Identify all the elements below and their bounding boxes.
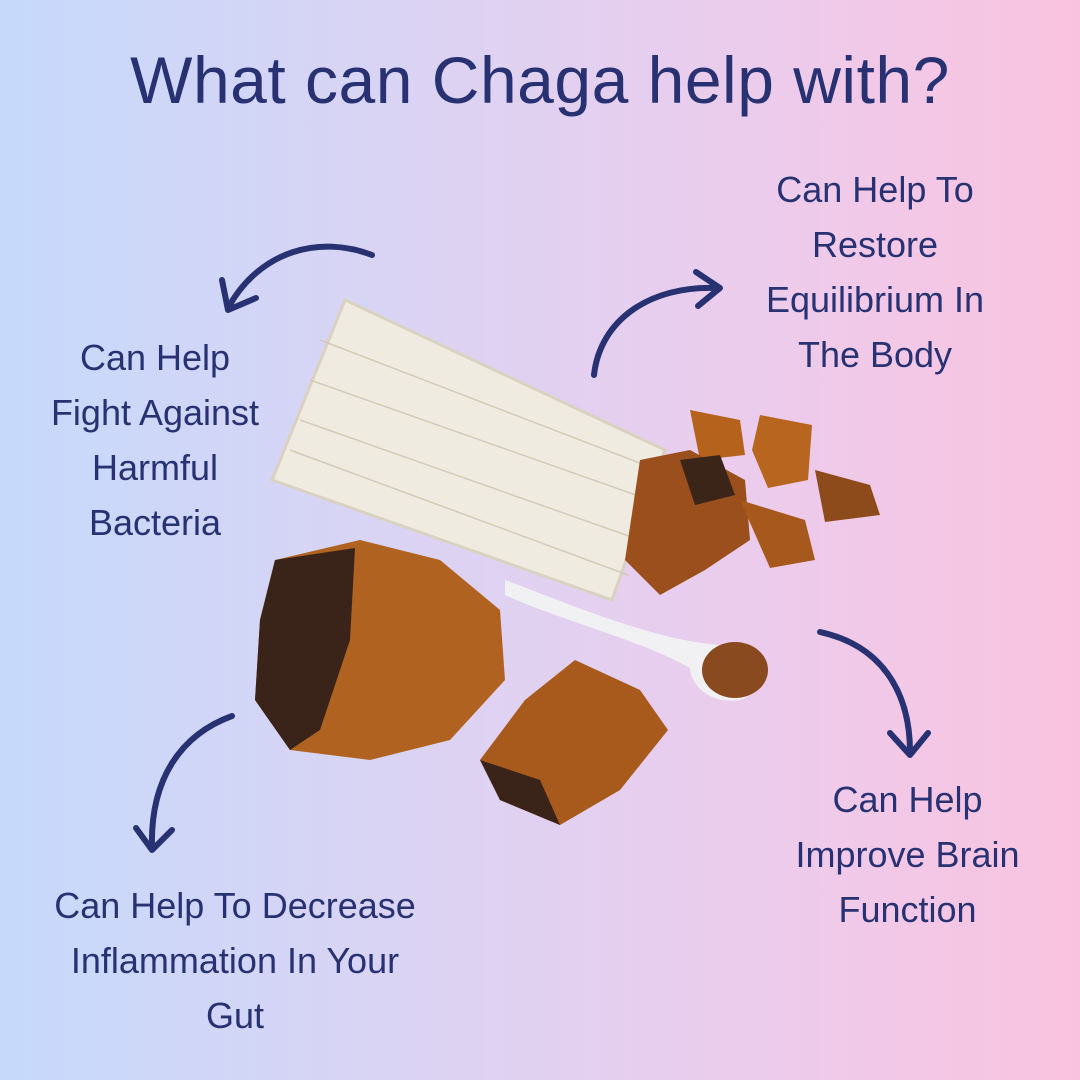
- chaga-large-piece-image: [255, 540, 505, 760]
- mesh-bag-image: [270, 297, 667, 602]
- chaga-chunks-image: [625, 410, 880, 595]
- benefit-fight-bacteria: Can Help Fight Against Harmful Bacteria: [50, 337, 260, 543]
- benefit-restore-equilibrium: Can Help To Restore Equilibrium In The B…: [765, 169, 985, 375]
- arrow-icon-top-right: [591, 269, 723, 378]
- arrow-icon-bottom-left: [133, 713, 235, 853]
- benefit-brain-function: Can Help Improve Brain Function: [795, 779, 1020, 930]
- benefit-decrease-inflammation: Can Help To Decrease Inflammation In You…: [54, 885, 416, 1036]
- spoon-image: [505, 580, 768, 701]
- chaga-piece-image: [480, 660, 668, 825]
- arrow-icon-bottom-right: [817, 629, 931, 758]
- page-title: What can Chaga help with?: [130, 43, 950, 117]
- arrow-icon-top-left: [219, 243, 375, 313]
